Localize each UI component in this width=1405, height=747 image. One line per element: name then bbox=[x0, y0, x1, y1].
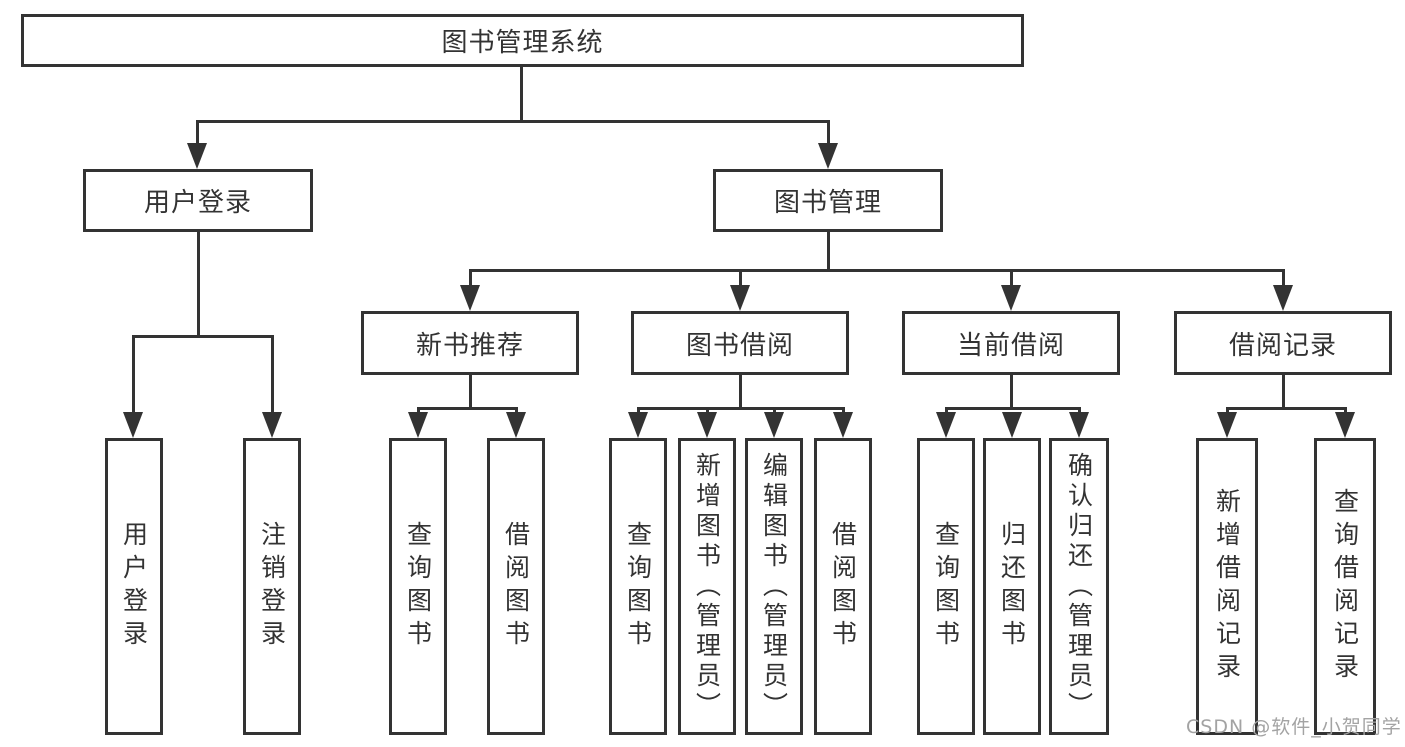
leaf-edit-book-admin: 编辑图书（管理员） bbox=[745, 438, 803, 735]
arrow-down-icon bbox=[123, 412, 143, 438]
connector-vline bbox=[417, 407, 420, 416]
connector-vline bbox=[637, 407, 640, 416]
connector-hline bbox=[196, 120, 830, 123]
arrow-down-icon bbox=[1069, 412, 1089, 438]
leaf-return-book: 归还图书 bbox=[983, 438, 1041, 735]
arrow-down-icon bbox=[833, 412, 853, 438]
connector-hline bbox=[469, 269, 1285, 272]
connector-vline bbox=[271, 335, 274, 415]
leaf-query-book-borrow: 查询图书 bbox=[609, 438, 667, 735]
arrow-down-icon bbox=[460, 285, 480, 311]
node-new-book-recommend: 新书推荐 bbox=[361, 311, 579, 375]
connector-vline bbox=[515, 407, 518, 416]
arrow-down-icon bbox=[730, 285, 750, 311]
leaf-borrow-book-recommend: 借阅图书 bbox=[487, 438, 545, 735]
connector-hline bbox=[1226, 407, 1347, 410]
arrow-down-icon bbox=[506, 412, 526, 438]
leaf-confirm-return-admin: 确认归还（管理员） bbox=[1049, 438, 1109, 735]
leaf-logout: 注销登录 bbox=[243, 438, 301, 735]
connector-vline bbox=[827, 120, 830, 146]
node-borrow-records: 借阅记录 bbox=[1174, 311, 1392, 375]
leaf-query-borrow-record: 查询借阅记录 bbox=[1314, 438, 1376, 735]
connector-vline bbox=[1078, 407, 1081, 416]
connector-vline bbox=[196, 120, 199, 146]
connector-vline bbox=[1226, 407, 1229, 416]
arrow-down-icon bbox=[1335, 412, 1355, 438]
node-current-borrow: 当前借阅 bbox=[902, 311, 1120, 375]
arrow-down-icon bbox=[1217, 412, 1237, 438]
arrow-down-icon bbox=[1001, 285, 1021, 311]
arrow-down-icon bbox=[936, 412, 956, 438]
connector-vline bbox=[1344, 407, 1347, 416]
leaf-borrow-book-borrow: 借阅图书 bbox=[814, 438, 872, 735]
connector-vline bbox=[520, 67, 523, 120]
connector-vline bbox=[1010, 269, 1013, 288]
arrow-down-icon bbox=[764, 412, 784, 438]
node-root-system: 图书管理系统 bbox=[21, 14, 1024, 67]
connector-vline bbox=[469, 375, 472, 410]
connector-vline bbox=[773, 407, 776, 416]
arrow-down-icon bbox=[1273, 285, 1293, 311]
arrow-down-icon bbox=[408, 412, 428, 438]
connector-vline bbox=[1282, 375, 1285, 410]
leaf-query-book-recommend: 查询图书 bbox=[389, 438, 447, 735]
connector-vline bbox=[706, 407, 709, 416]
node-book-borrow: 图书借阅 bbox=[631, 311, 849, 375]
arrow-down-icon bbox=[818, 143, 838, 169]
connector-hline bbox=[417, 407, 518, 410]
leaf-add-borrow-record: 新增借阅记录 bbox=[1196, 438, 1258, 735]
arrow-down-icon bbox=[628, 412, 648, 438]
connector-vline bbox=[842, 407, 845, 416]
connector-vline bbox=[469, 269, 472, 288]
connector-vline bbox=[739, 269, 742, 288]
connector-vline bbox=[739, 375, 742, 410]
connector-vline bbox=[945, 407, 948, 416]
connector-vline bbox=[1282, 269, 1285, 288]
arrow-down-icon bbox=[262, 412, 282, 438]
leaf-add-book-admin: 新增图书（管理员） bbox=[678, 438, 736, 735]
connector-vline bbox=[1010, 375, 1013, 410]
node-book-management: 图书管理 bbox=[713, 169, 943, 232]
arrow-down-icon bbox=[697, 412, 717, 438]
connector-hline bbox=[132, 335, 274, 338]
arrow-down-icon bbox=[187, 143, 207, 169]
leaf-query-book-current: 查询图书 bbox=[917, 438, 975, 735]
connector-vline bbox=[197, 232, 200, 335]
connector-vline bbox=[827, 232, 830, 272]
connector-vline bbox=[132, 335, 135, 415]
connector-hline bbox=[637, 407, 845, 410]
connector-hline bbox=[945, 407, 1081, 410]
leaf-user-login: 用户登录 bbox=[105, 438, 163, 735]
node-user-login: 用户登录 bbox=[83, 169, 313, 232]
arrow-down-icon bbox=[1002, 412, 1022, 438]
watermark: CSDN @软件_小贺同学 bbox=[1186, 716, 1402, 738]
